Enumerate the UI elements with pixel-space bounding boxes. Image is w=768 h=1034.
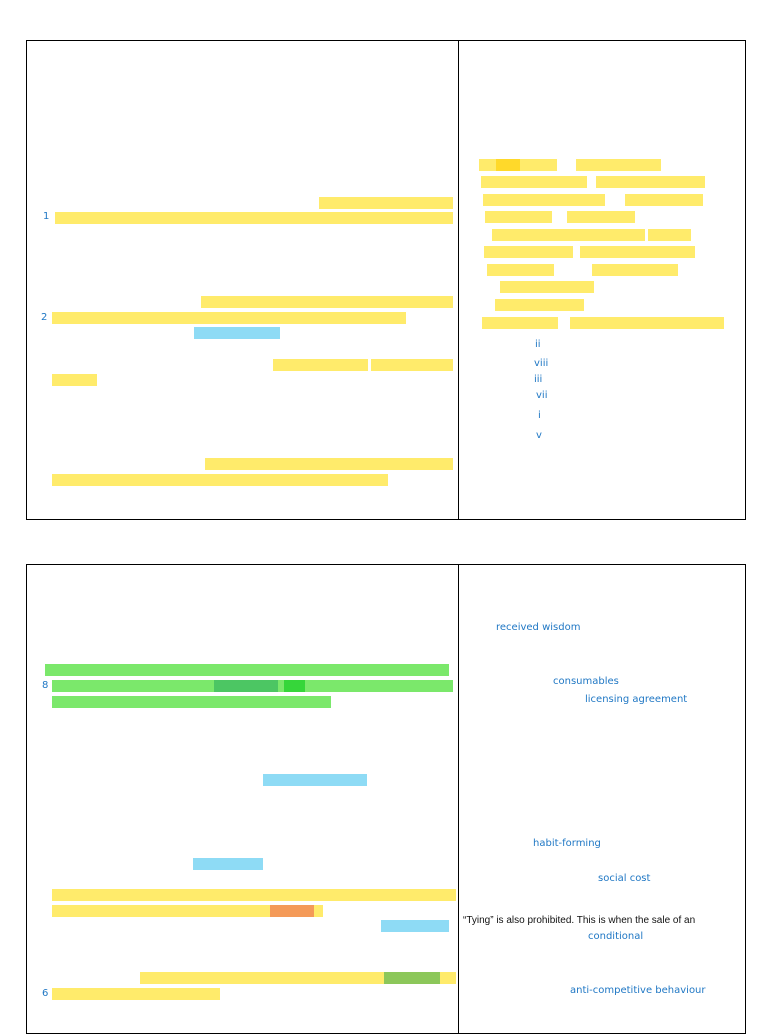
highlight (381, 920, 449, 932)
highlight (52, 988, 220, 1000)
highlight (263, 774, 367, 786)
comment: conditional (588, 931, 644, 942)
margin-number: 6 (42, 988, 49, 999)
highlight (495, 299, 584, 311)
highlight (567, 211, 635, 223)
column-divider (458, 565, 459, 1033)
comment: social cost (598, 873, 651, 884)
margin-number: 1 (43, 211, 50, 222)
highlight (482, 317, 558, 329)
highlight (576, 159, 661, 171)
roman-numeral: viii (534, 358, 549, 369)
body-text: “Tying” is also prohibited. This is when… (463, 915, 696, 926)
highlight (483, 194, 605, 206)
highlight (319, 197, 453, 209)
highlight (214, 680, 278, 692)
roman-numeral: ii (535, 339, 541, 350)
highlight (55, 212, 453, 224)
highlight (52, 312, 406, 324)
highlight (625, 194, 703, 206)
highlight (484, 246, 573, 258)
margin-number: 8 (42, 680, 49, 691)
highlight (201, 296, 453, 308)
highlight (570, 317, 724, 329)
comment: consumables (553, 676, 619, 687)
highlight (45, 664, 449, 676)
highlight (500, 281, 594, 293)
highlight (52, 696, 331, 708)
roman-numeral: iii (534, 374, 543, 385)
highlight (485, 211, 552, 223)
roman-numeral: i (538, 410, 541, 421)
highlight (52, 374, 97, 386)
highlight (371, 359, 453, 371)
highlight (384, 972, 440, 984)
margin-number: 2 (41, 312, 48, 323)
highlight (52, 474, 388, 486)
comment: received wisdom (496, 622, 581, 633)
highlight (270, 905, 314, 917)
highlight (273, 359, 368, 371)
highlight (481, 176, 587, 188)
highlight (580, 246, 695, 258)
highlight (648, 229, 691, 241)
document-page-2: 8 6 received wisdom consumables licensin… (26, 564, 746, 1034)
highlight (492, 229, 645, 241)
highlight (496, 159, 520, 171)
comment: anti-competitive behaviour (570, 985, 706, 996)
column-divider (458, 41, 459, 519)
highlight (52, 905, 323, 917)
highlight (284, 680, 305, 692)
roman-numeral: vii (536, 390, 548, 401)
highlight (596, 176, 705, 188)
highlight (194, 327, 280, 339)
highlight (193, 858, 263, 870)
highlight (487, 264, 554, 276)
highlight (140, 972, 456, 984)
highlight (52, 889, 456, 901)
highlight (205, 458, 453, 470)
comment: habit-forming (533, 838, 601, 849)
roman-numeral: v (536, 430, 542, 441)
highlight (592, 264, 678, 276)
comment: licensing agreement (585, 694, 688, 705)
document-page-1: 1 2 ii viii iii vii i v (26, 40, 746, 520)
